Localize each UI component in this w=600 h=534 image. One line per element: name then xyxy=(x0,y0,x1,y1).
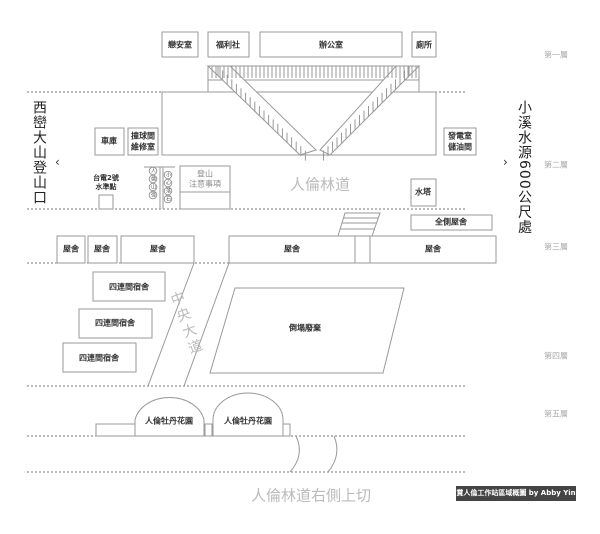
garden-pillar xyxy=(204,423,213,437)
water-tower-label: 水塔 xyxy=(414,187,432,197)
bottom-trail-label: 人倫林道右側上切 xyxy=(251,487,371,505)
power-label: 發電室 xyxy=(447,131,472,141)
central-road xyxy=(147,262,230,387)
garden-label: 人倫牡丹花園 xyxy=(145,416,193,426)
credit-badge: 賞人倫工作站區域概圖 by Abby Yin xyxy=(456,486,576,501)
dorm-label: 四連間宿舍 xyxy=(95,318,136,328)
house-label: 屋舍 xyxy=(425,244,442,254)
benchmark-marker xyxy=(98,194,114,210)
dorm-1 xyxy=(92,271,166,302)
level-5-label: 第五層 xyxy=(544,409,568,419)
oil-label: 儲油間 xyxy=(447,142,472,152)
trail-sign-left xyxy=(148,166,158,200)
west-exit-label: 西巒大山登山口 xyxy=(31,100,47,205)
house-2 xyxy=(87,235,118,264)
level-2-label: 第二層 xyxy=(544,160,568,170)
garage-label: 車庫 xyxy=(101,136,117,146)
dorm-label: 四連間宿舍 xyxy=(109,282,150,292)
level-4-label: 第四層 xyxy=(544,351,568,361)
billiard-label: 撞球間 xyxy=(131,131,155,141)
house-1 xyxy=(56,235,86,264)
level-3-label: 第三層 xyxy=(544,242,568,252)
house-5 xyxy=(369,235,497,264)
repair-label: 維修室 xyxy=(131,142,155,152)
store xyxy=(207,31,250,58)
garden-wall xyxy=(95,423,136,437)
garden-label: 人倫牡丹花園 xyxy=(224,416,272,426)
garage xyxy=(94,127,125,156)
collapsed-building xyxy=(209,287,405,374)
office xyxy=(259,31,403,58)
benchmark-label: 台電2號 xyxy=(93,173,119,182)
office-label: 辦公室 xyxy=(319,40,343,50)
sign-circle xyxy=(163,194,173,204)
peony-garden-2 xyxy=(212,392,284,437)
police-room-label: 戀安室 xyxy=(168,40,192,50)
hiking-notice-board xyxy=(179,165,231,210)
toilet-label: 廁所 xyxy=(416,40,432,50)
trail-sign-right xyxy=(163,170,173,204)
house-3 xyxy=(120,235,195,264)
dorm-3 xyxy=(62,342,137,373)
police-room xyxy=(161,31,199,58)
trail-sign-right-text: 小心落石 xyxy=(165,172,171,204)
chevron-right-icon: › xyxy=(503,155,508,169)
house-4 xyxy=(228,235,356,264)
full-house xyxy=(410,214,493,231)
notice-label: 登山 xyxy=(197,169,213,179)
east-exit-label: 小溪水源600公尺處 xyxy=(516,100,532,235)
notice-label-2: 注意事項 xyxy=(189,179,221,189)
staircase xyxy=(206,65,421,161)
garden-pillar xyxy=(282,423,291,437)
house-label: 屋舍 xyxy=(150,244,167,254)
level-1-label: 第一層 xyxy=(544,50,568,60)
trail-sign-left-text: 人倫山徑 xyxy=(150,168,156,200)
benchmark-label-2: 水準點 xyxy=(96,182,117,191)
billiard-room xyxy=(127,127,159,156)
house-label: 屋舍 xyxy=(63,244,80,254)
store-label: 福利社 xyxy=(215,40,240,50)
path-curve xyxy=(289,435,300,473)
water-tower xyxy=(410,178,437,207)
full-house-label: 全側屋舍 xyxy=(434,217,468,227)
house-label: 屋舍 xyxy=(284,244,301,254)
toilet xyxy=(411,31,437,58)
peony-garden-1 xyxy=(134,397,205,437)
path-curve xyxy=(327,435,338,473)
trail-name: 人倫林道 xyxy=(290,176,350,194)
dorm-2 xyxy=(78,308,153,339)
chevron-left-icon: ‹ xyxy=(55,155,60,169)
dorm-label: 四連間宿舍 xyxy=(79,353,120,363)
sign-circle xyxy=(148,190,158,200)
house-label: 屋舍 xyxy=(94,244,111,254)
collapsed-label: 倒塌廢棄 xyxy=(288,323,322,333)
power-room xyxy=(443,127,477,156)
